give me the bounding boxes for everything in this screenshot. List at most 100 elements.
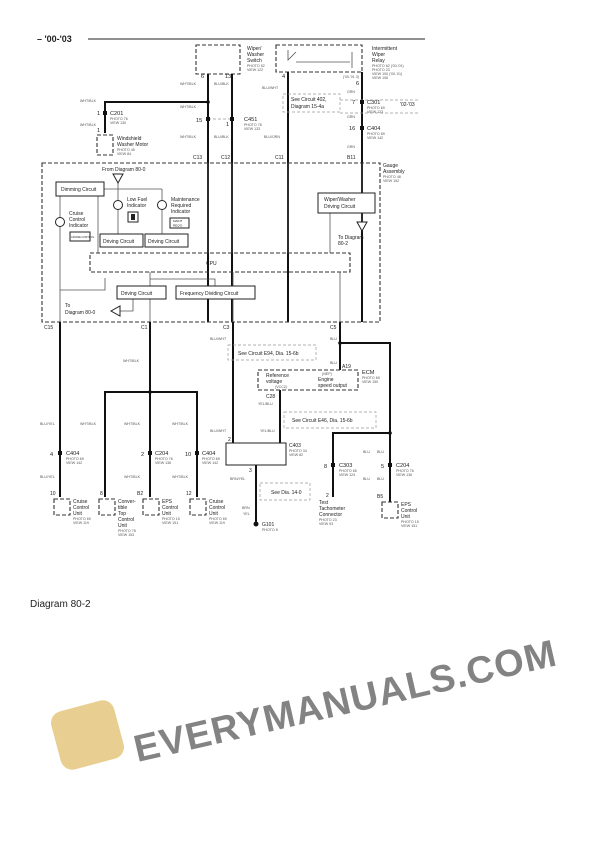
svg-text:Control: Control xyxy=(73,505,89,511)
svg-text:Wiper: Wiper xyxy=(372,52,385,58)
svg-text:PHOTO 62 ('00-'01): PHOTO 62 ('00-'01) xyxy=(372,64,404,68)
svg-text:VIEW 100 ('00-'01): VIEW 100 ('00-'01) xyxy=(372,72,402,76)
pin-label: 1 xyxy=(97,111,100,117)
view-ref: VIEW 150 xyxy=(362,380,378,384)
maintenance-bulb-icon xyxy=(157,200,167,210)
wire-color: BRN xyxy=(242,506,250,510)
reference-text: See Dia. 14-0 xyxy=(271,490,302,496)
component-label: Assembly xyxy=(383,169,405,175)
ecm-terminal-label: (VCC2) xyxy=(275,385,287,389)
svg-text:C404: C404 xyxy=(66,451,79,457)
wiper-washer-driving-circuit xyxy=(317,192,376,214)
wire-color: BLU/ORN xyxy=(264,135,280,139)
photo-ref: PHOTO 76 xyxy=(244,123,262,127)
wire-color: BRN/YEL xyxy=(230,477,245,481)
section-title: – '00-'03 xyxy=(37,34,72,44)
connector-c404 xyxy=(360,126,364,130)
svg-text:2: 2 xyxy=(326,493,329,499)
indicator-label: Indicator xyxy=(69,223,89,229)
wire-color: BLU/YEL xyxy=(40,422,55,426)
photo-ref: PHOTO 76 xyxy=(110,117,128,121)
wire-color: YEL/BLU xyxy=(260,429,275,433)
wires-top xyxy=(104,72,420,322)
svg-text:4: 4 xyxy=(50,452,53,458)
svg-text:Top: Top xyxy=(118,511,126,517)
pin-label: 6 xyxy=(356,81,359,87)
indicator-label: Indicator xyxy=(171,209,191,215)
wire-color: YEL/BLU xyxy=(258,402,273,406)
eps-control-unit-2: B5 EPS Control Unit PHOTO 15 VIEW 151 xyxy=(377,494,419,528)
svg-text:Switch: Switch xyxy=(247,58,262,64)
cruise-control-unit-1: 10 Cruise Control Unit PHOTO 69 VIEW 119 xyxy=(50,491,91,525)
svg-text:Conver-: Conver- xyxy=(118,499,136,505)
svg-text:tible: tible xyxy=(118,505,127,511)
indicator-label: Low Fuel xyxy=(127,197,147,203)
pin-label: 1 xyxy=(97,128,100,134)
pin-label: B11 xyxy=(347,155,356,161)
wire-color: WHT/BLK xyxy=(124,475,141,479)
convertible-top-control-unit: 8 Conver- tible Top Control Unit PHOTO 7… xyxy=(98,491,136,537)
svg-text:C404: C404 xyxy=(202,451,215,457)
connector-label: C201 xyxy=(110,111,123,117)
see-circuit-402-box xyxy=(282,93,341,113)
washer-motor xyxy=(96,134,114,156)
svg-text:VIEW 93: VIEW 93 xyxy=(319,522,333,526)
wire-color: BLU/BLK xyxy=(214,82,229,86)
gauge-internals xyxy=(59,163,363,322)
pin-label: C11 xyxy=(275,155,284,161)
svg-text:Relay: Relay xyxy=(372,58,385,64)
pin-label: C1 xyxy=(141,325,148,331)
wire-color: BLU/YEL xyxy=(40,475,55,479)
svg-text:8: 8 xyxy=(100,491,103,497)
frequency-dividing-circuit xyxy=(175,285,256,300)
view-ref: VIEW 133 xyxy=(244,127,260,131)
wire-color: WHT/BLK xyxy=(123,359,140,363)
wire-color: BLU/WHT xyxy=(210,337,227,341)
view-ref: VIEW 123 xyxy=(367,110,383,114)
pin-label: C28 xyxy=(266,394,275,400)
photo-ref: PHOTO 48 xyxy=(383,175,401,179)
svg-text:Tachometer: Tachometer xyxy=(319,506,345,512)
year-note: '02-'03 xyxy=(400,102,415,108)
wiper-switch-label: Wiper/ Washer Switch PHOTO 52 VIEW 122 xyxy=(247,46,265,72)
block-label: Frequency Dividing Circuit xyxy=(180,291,239,297)
svg-text:PHOTO 69: PHOTO 69 xyxy=(202,457,220,461)
reference-text: See Circuit E94, Dia. 15-6b xyxy=(238,351,299,357)
connector-c301 xyxy=(360,100,364,104)
indicator-label: Control xyxy=(69,217,85,223)
svg-text:8: 8 xyxy=(324,464,327,470)
to-diagram-label: 80-2 xyxy=(338,241,348,247)
connector-c451 xyxy=(206,117,210,121)
component-label: ECM xyxy=(362,370,375,376)
wire-color: WHT/BLK xyxy=(180,135,197,139)
to-diagram-label: To Diagram xyxy=(338,235,364,241)
connector-label: C403 xyxy=(289,443,301,449)
svg-text:C303: C303 xyxy=(339,463,352,469)
wire-color: BLU/BLK xyxy=(214,135,229,139)
gauge-assembly xyxy=(41,162,381,323)
ecm-terminal-label: voltage xyxy=(266,379,282,385)
pin-label: C15 xyxy=(44,325,53,331)
junction-connector xyxy=(225,442,287,466)
badge-text: REQ'D xyxy=(173,224,183,228)
svg-text:Cruise: Cruise xyxy=(209,499,224,505)
svg-text:PHOTO 15: PHOTO 15 xyxy=(401,520,419,524)
photo-ref: PHOTO 34 xyxy=(289,449,307,453)
low-fuel-bulb-icon xyxy=(113,200,123,210)
svg-text:2: 2 xyxy=(141,452,144,458)
photo-ref: PHOTO 69 xyxy=(367,106,385,110)
indicator-label: Indicator xyxy=(127,203,147,209)
wires-bottom xyxy=(59,322,392,522)
svg-text:VIEW 136: VIEW 136 xyxy=(396,473,412,477)
year-note: ('00-'01 3) xyxy=(343,75,359,79)
connector-label: C404 xyxy=(367,126,380,132)
svg-text:Connector: Connector xyxy=(319,512,342,518)
connector-c451-pin xyxy=(230,117,234,121)
relay-label: Intermittent Wiper Relay PHOTO 62 ('00-'… xyxy=(372,46,404,80)
indicator-label: Cruise xyxy=(69,211,84,217)
pin-label: 2 xyxy=(228,437,231,443)
pin-label: 1 xyxy=(226,122,229,128)
driving-circuit-2 xyxy=(144,233,189,248)
to-diagram-label: Diagram 80-0 xyxy=(65,310,96,316)
